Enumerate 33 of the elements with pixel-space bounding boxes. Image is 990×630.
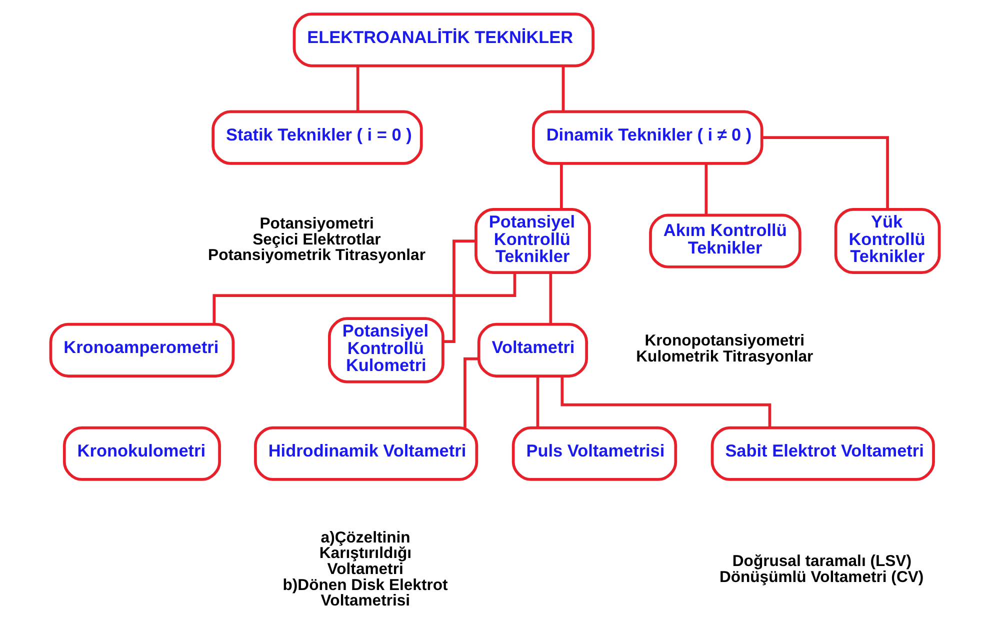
connector (762, 136, 889, 209)
connector (560, 164, 563, 210)
node-box: Sabit Elektrot Voltametri (710, 426, 935, 481)
node-label: Doğrusal taramalı (LSV) (732, 553, 912, 570)
node-box: Kronokulometri (62, 426, 221, 481)
node-box: ELEKTROANALİTİK TEKNİKLER (292, 12, 594, 68)
node-label: Kronopotansiyometri (644, 332, 805, 350)
node-box: Potansiyel Kontrollü Teknikler (474, 208, 591, 274)
node-label: Seçici Elektrotlar (252, 231, 381, 248)
node-label: a)Çözeltinin Karıştırıldığı Voltametri (319, 529, 412, 578)
connector (704, 164, 708, 215)
connector (549, 273, 552, 324)
node-label: Potansiyometri (260, 216, 374, 233)
node-label: b)Dönen Disk Elektrot Voltametrisi (282, 576, 448, 610)
connector (356, 66, 360, 112)
node-box: Yük Kontrollü Teknikler (834, 208, 941, 274)
node-box: Akım Kontrollü Teknikler (649, 214, 802, 268)
node-box: Hidrodinamik Voltametri (254, 426, 478, 481)
node-box: Statik Teknikler ( i = 0 ) (212, 110, 423, 165)
node-box: Dinamik Teknikler ( i ≠ 0 ) (532, 110, 764, 165)
connector (562, 66, 565, 112)
node-label: Potansiyometrik Titrasyonlar (208, 247, 426, 264)
node-box: Puls Voltametrisi (512, 426, 678, 481)
connector (443, 240, 476, 344)
connector (560, 376, 772, 428)
node-box: Voltametri (477, 322, 588, 378)
node-box: Kronoamperometri (49, 322, 235, 378)
connector (464, 357, 479, 428)
node-label: Dönüşümlü Voltametri (CV) (719, 568, 924, 586)
connector (212, 272, 516, 324)
node-label: Kulometrik Titrasyonlar (636, 348, 814, 366)
connector (536, 376, 540, 428)
node-box: Potansiyel Kontrollü Kulometri (328, 317, 444, 384)
